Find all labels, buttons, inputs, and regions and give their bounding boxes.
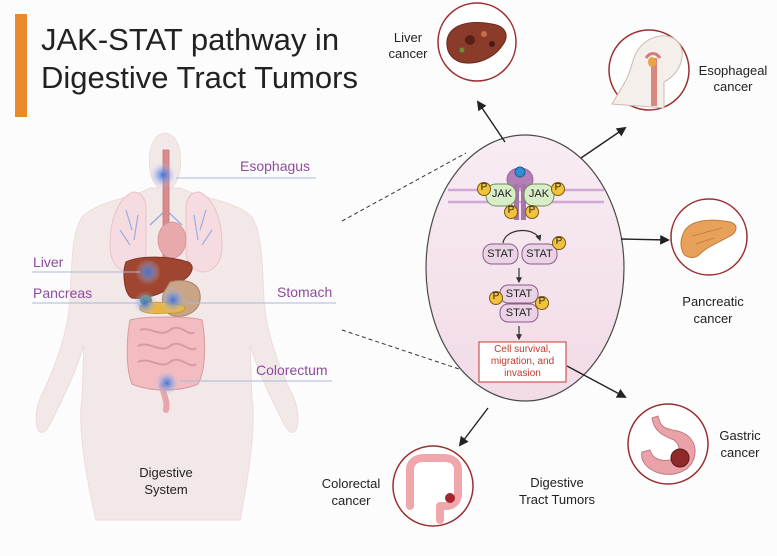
- phospho-circle: [477, 182, 491, 196]
- esophagus-marker: [150, 162, 176, 188]
- esophageal-cancer-line-1: Esophageal: [698, 63, 768, 78]
- arrow-to-pancreatic-cancer: [620, 234, 670, 245]
- stat-label: STAT: [505, 307, 533, 319]
- title-line-2: Digestive Tract Tumors: [41, 60, 358, 95]
- esophageal-cancer-line-2: cancer: [713, 79, 753, 94]
- liver-cancer-line-1: Liver: [393, 30, 423, 45]
- phospho-circle: [525, 205, 539, 219]
- stat-label: STAT: [505, 288, 533, 300]
- p-label: P: [492, 291, 500, 302]
- p-label: P: [480, 182, 488, 193]
- phospho-circle: [552, 236, 566, 250]
- stat-dimer-bottom: [499, 303, 539, 323]
- title-line-1: JAK-STAT pathway in: [41, 22, 340, 57]
- stat-label: STAT: [487, 248, 514, 260]
- arrow-to-colorectal-cancer: [458, 407, 489, 447]
- digestive-system-line-1: Digestive: [139, 465, 193, 480]
- pancreatic-cancer-line-1: Pancreatic: [682, 294, 744, 309]
- phospho-circle: [535, 296, 549, 310]
- pancreatic-cancer-line-2: cancer: [693, 311, 733, 326]
- digestive-tract-tumors-line-1: Digestive: [530, 475, 584, 490]
- digestive-tract-tumors-label: Digestive Tract Tumors: [510, 474, 604, 508]
- colorectal-cancer-line-1: Colorectal: [321, 476, 381, 491]
- pancreas-marker: [133, 291, 157, 315]
- stat-label: STAT: [526, 248, 553, 260]
- pancreatic-cancer-illustration: [670, 198, 748, 276]
- zoom-line-bottom: [341, 329, 463, 371]
- gastric-cancer-line-2: cancer: [720, 445, 760, 460]
- heart-organ: [157, 221, 187, 259]
- gastric-cancer-label: Gastric cancer: [712, 427, 768, 461]
- stat-box-1: [482, 243, 519, 265]
- phospho-circle: [551, 182, 565, 196]
- label-esophagus: Esophagus: [240, 158, 311, 174]
- p-label: P: [528, 205, 536, 216]
- liver-cancer-label: Liver cancer: [384, 30, 432, 62]
- outcome-line-3: invasion: [504, 368, 541, 379]
- digestive-tract-tumors-line-2: Tract Tumors: [518, 492, 596, 507]
- liver-cancer-line-2: cancer: [388, 46, 428, 61]
- liver-marker: [135, 259, 161, 285]
- title-accent-bar: [15, 14, 27, 117]
- stomach-marker: [160, 287, 186, 313]
- page-title: JAK-STAT pathway in Digestive Tract Tumo…: [41, 21, 358, 97]
- outcome-text: Cell survival, migration, and invasion: [479, 344, 566, 380]
- esophageal-cancer-label: Esophageal cancer: [694, 63, 772, 95]
- arrow-to-gastric-cancer: [566, 365, 627, 398]
- label-stomach: Stomach: [277, 284, 333, 300]
- arrow-to-esophageal-cancer: [580, 126, 627, 159]
- stat-box-2: [521, 243, 558, 265]
- jak-box-right: [523, 183, 555, 207]
- zoom-line-top: [341, 152, 467, 222]
- colorectum-marker: [155, 371, 179, 395]
- colorectal-cancer-illustration: [392, 445, 474, 527]
- label-colorectum: Colorectum: [256, 362, 328, 378]
- p-label: P: [507, 205, 515, 216]
- digestive-system-label: Digestive System: [124, 464, 208, 498]
- phospho-circle: [489, 291, 503, 305]
- liver-cancer-illustration: [437, 2, 517, 82]
- p-label: P: [538, 296, 546, 307]
- colorectal-cancer-label: Colorectal cancer: [314, 475, 388, 509]
- activation-arrow: [502, 230, 542, 244]
- jak-label-left: JAK: [491, 188, 513, 200]
- receptor: [506, 166, 534, 220]
- label-pancreas: Pancreas: [33, 285, 93, 301]
- lungs: [109, 185, 223, 273]
- pancreatic-cancer-label: Pancreatic cancer: [675, 293, 751, 327]
- arrow-to-liver-cancer: [476, 100, 506, 143]
- phospho-circle: [504, 205, 518, 219]
- gastric-cancer-illustration: [627, 403, 709, 485]
- colorectal-cancer-line-2: cancer: [331, 493, 371, 508]
- p-label: P: [555, 236, 563, 247]
- gastric-cancer-line-1: Gastric: [719, 428, 761, 443]
- outcome-box: [478, 341, 567, 383]
- label-liver: Liver: [33, 254, 64, 270]
- outcome-line-1: Cell survival,: [494, 344, 551, 355]
- digestive-system-line-2: System: [144, 482, 188, 497]
- jak-label-right: JAK: [528, 188, 550, 200]
- p-label: P: [554, 182, 562, 193]
- organ-leader-lines: [32, 177, 336, 382]
- esophageal-cancer-illustration: [608, 29, 690, 111]
- outcome-line-2: migration, and: [490, 356, 555, 367]
